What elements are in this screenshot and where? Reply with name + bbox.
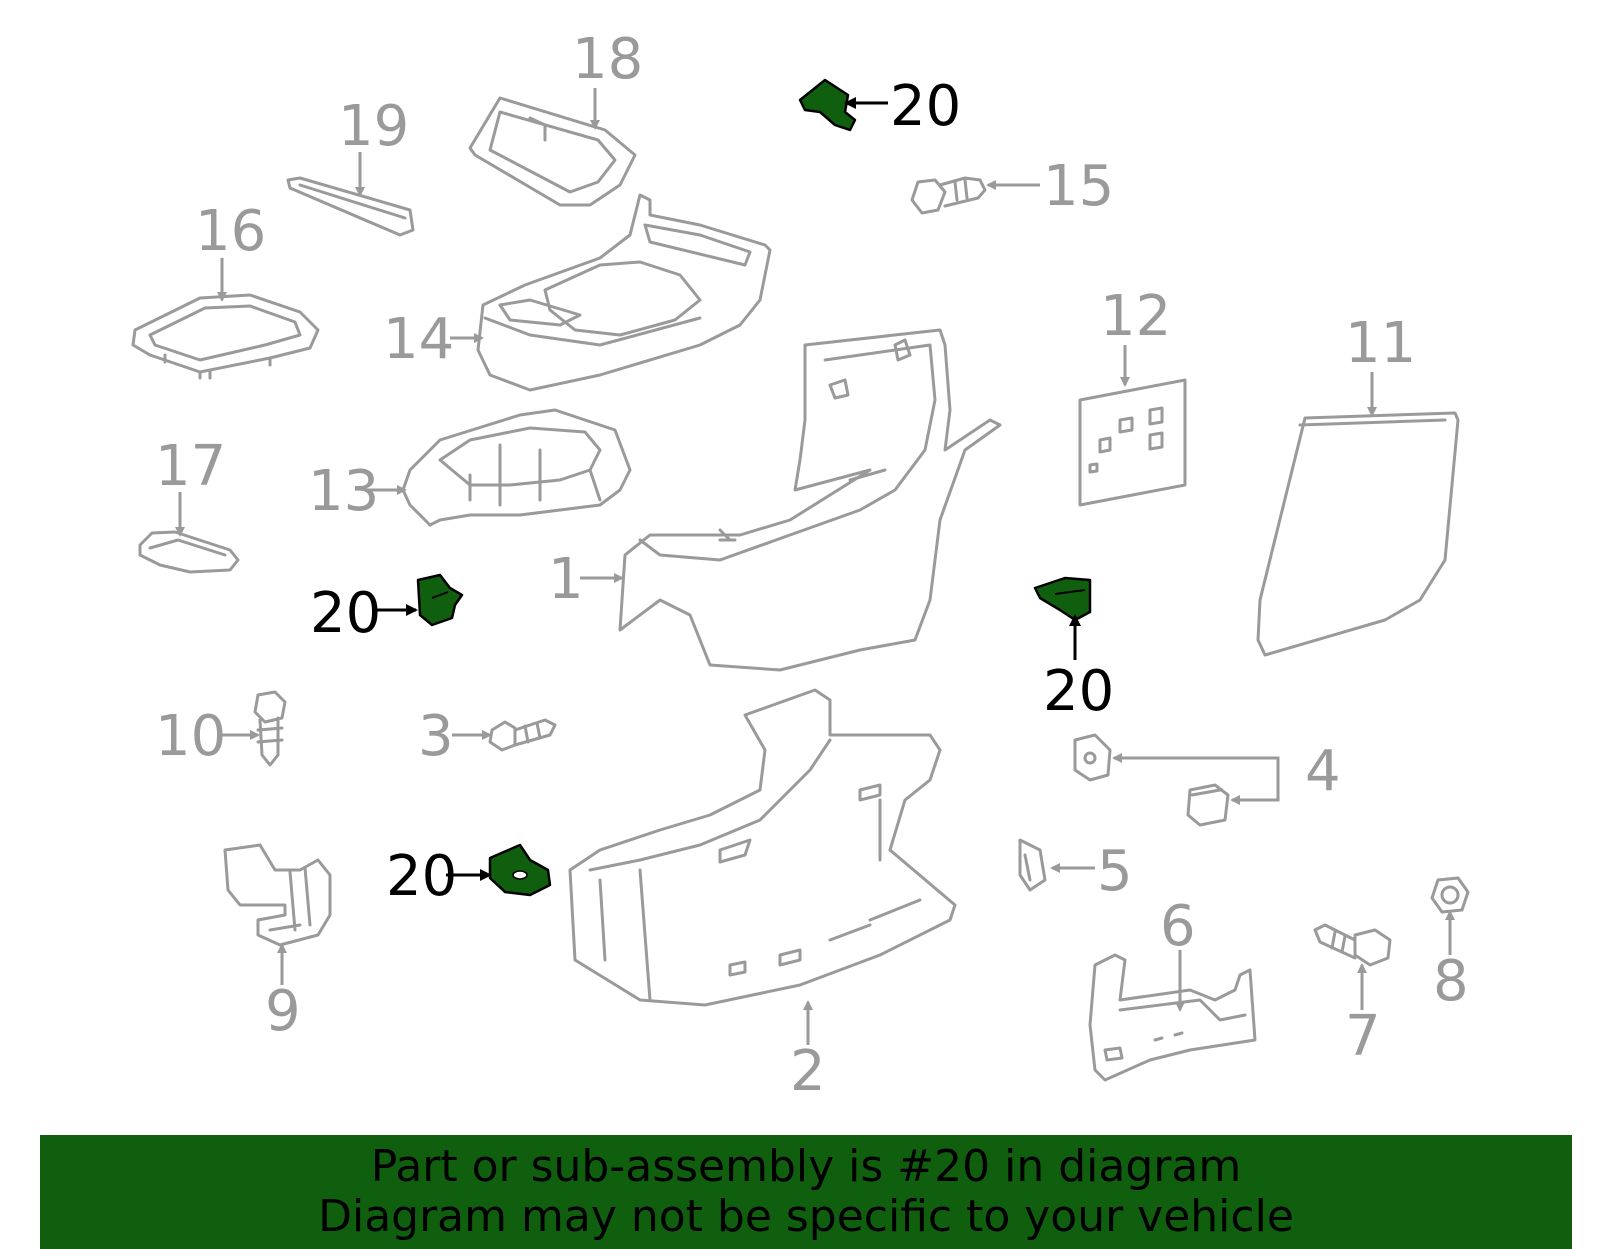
part-17-pad — [138, 530, 240, 574]
part-12-plate — [1078, 378, 1187, 507]
callout-17: 17 — [155, 434, 226, 499]
callout-15: 15 — [1043, 154, 1114, 219]
callout-3: 3 — [418, 704, 454, 769]
part-5-clip — [1018, 838, 1047, 892]
part-2-frame — [568, 688, 957, 1007]
callout-9: 9 — [265, 979, 301, 1044]
callout-10: 10 — [155, 704, 226, 769]
part-1-side-panel — [618, 328, 1002, 672]
callout-19: 19 — [338, 94, 409, 159]
banner-line-1: Part or sub-assembly is #20 in diagram — [370, 1141, 1242, 1192]
callout-20-right: 20 — [1043, 659, 1114, 724]
part-11-trim-panel — [1256, 411, 1460, 657]
part-3-screw — [488, 718, 557, 752]
part-13-housing — [401, 408, 632, 527]
callout-4: 4 — [1305, 739, 1341, 804]
callout-7: 7 — [1345, 1004, 1381, 1069]
part-14-console-top — [476, 193, 772, 392]
callout-16: 16 — [195, 199, 266, 264]
part-15-bolt — [910, 176, 987, 215]
part-20-clip-left — [416, 573, 464, 627]
callout-12: 12 — [1100, 284, 1171, 349]
part-7-bolt — [1313, 923, 1392, 967]
callout-20-left: 20 — [310, 581, 381, 646]
callout-20-bottom: 20 — [386, 844, 457, 909]
part-20-clip-bottom — [488, 843, 552, 897]
callout-14: 14 — [383, 307, 454, 372]
part-9-bracket — [223, 843, 332, 947]
callout-13: 13 — [308, 459, 379, 524]
callout-5: 5 — [1097, 839, 1133, 904]
callout-11: 11 — [1345, 311, 1416, 376]
part-10-bolt — [253, 690, 287, 767]
callout-20-top: 20 — [890, 74, 961, 139]
callout-8: 8 — [1433, 949, 1469, 1014]
callout-18: 18 — [572, 27, 643, 92]
part-6-bracket — [1088, 953, 1257, 1082]
part-18-tray — [468, 96, 637, 207]
leader-lines-part-20 — [372, 97, 1081, 881]
callout-6: 6 — [1160, 894, 1196, 959]
part-8-nut — [1430, 876, 1470, 914]
part-20-clip-right — [1033, 576, 1092, 622]
leader-lines — [175, 88, 1455, 1045]
info-banner: Part or sub-assembly is #20 in diagram D… — [40, 1135, 1572, 1249]
part-20-clip-top — [798, 78, 857, 132]
callout-2: 2 — [790, 1039, 826, 1104]
part-4-clips — [1073, 733, 1230, 827]
callout-1: 1 — [548, 547, 584, 612]
part-16-bezel — [131, 293, 320, 380]
banner-line-2: Diagram may not be specific to your vehi… — [318, 1191, 1294, 1242]
part-19-trim-strip — [286, 176, 415, 237]
